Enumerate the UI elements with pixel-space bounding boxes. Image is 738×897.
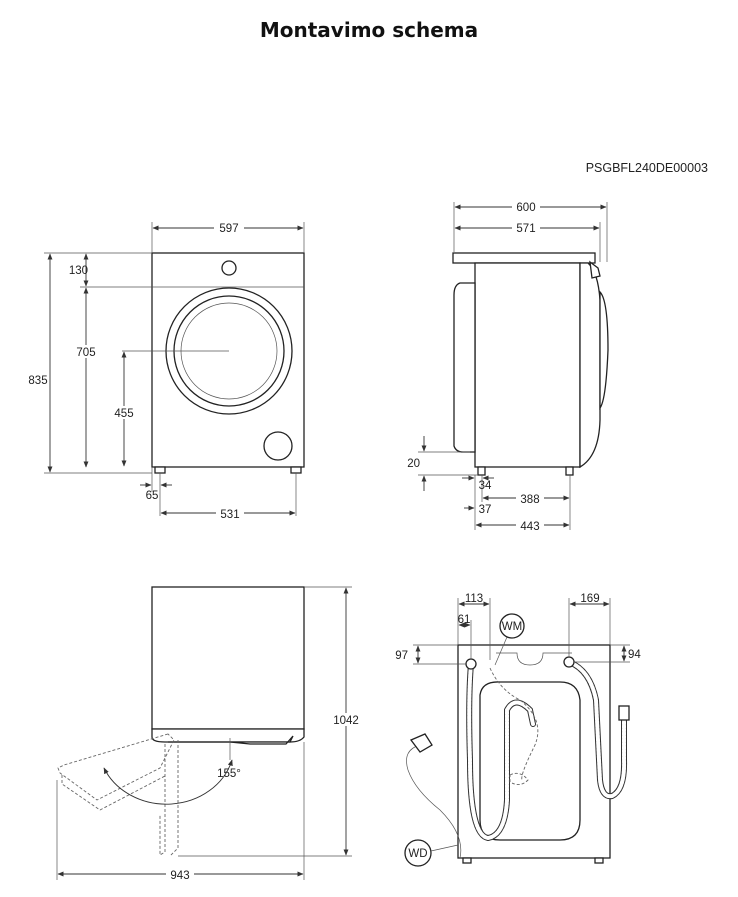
- top-view: 155° 1042 943: [56, 586, 361, 882]
- rear-foot-left: [462, 857, 472, 864]
- dim-rear-drain-small-offset: 61: [458, 614, 471, 626]
- drain-hose-dotted: [489, 667, 539, 781]
- dim-total-height: 835: [28, 375, 47, 387]
- door-swing-outline: [159, 744, 166, 856]
- open-door-outline: [57, 733, 175, 801]
- dim-rear-drain-height: 97: [395, 650, 408, 662]
- drain-outlet-icon: [465, 658, 477, 670]
- side-view: 600 571 20 34 388 37 443: [407, 200, 609, 533]
- dim-top-width: 943: [170, 870, 189, 882]
- dim-side-foot-span: 443: [520, 521, 539, 533]
- dim-door-angle: 155°: [217, 768, 241, 780]
- door-swing-outline-2: [169, 740, 179, 857]
- dim-side-depth-body: 571: [516, 223, 535, 235]
- wd-label-circle: [404, 839, 432, 867]
- door-angle-arc: [103, 759, 233, 805]
- top-body: [151, 586, 305, 730]
- rear-foot-right: [594, 857, 604, 864]
- dim-rear-inlet-offset: 169: [580, 593, 599, 605]
- top-front-edge: [151, 728, 305, 743]
- rear-view: WM WD 113 61 169 97 94: [395, 593, 641, 867]
- drawing-code: PSGBFL240DE00003: [586, 161, 708, 175]
- open-door-underside: [61, 775, 166, 811]
- front-view: 597 835 130 705 455 65 531: [28, 221, 305, 521]
- dim-side-foot-height: 20: [407, 458, 420, 470]
- dim-foot-spacing: 531: [220, 509, 239, 521]
- dim-door-bottom-height: 455: [114, 408, 133, 420]
- dim-front-width: 597: [219, 223, 238, 235]
- dim-top-depth: 1042: [333, 715, 359, 727]
- dim-side-depth-total: 600: [516, 202, 535, 214]
- dim-door-center-height: 705: [76, 347, 95, 359]
- label-wd: WD: [408, 848, 427, 860]
- side-door-hinge: [589, 260, 601, 279]
- page-title: Montavimo schema: [259, 18, 479, 42]
- side-front-door: [579, 262, 601, 469]
- side-worktop: [452, 252, 596, 264]
- rear-panel: [479, 681, 581, 841]
- label-wm: WM: [502, 621, 522, 633]
- inlet-tap-connector: [618, 705, 630, 721]
- detergent-drawer-icon: [221, 260, 237, 276]
- dim-top-height: 130: [69, 265, 88, 277]
- dim-rear-inlet-height: 94: [628, 649, 641, 661]
- dim-side-foot-front: 34: [479, 480, 492, 492]
- wm-label-circle: [499, 613, 525, 639]
- dim-side-foot-inset: 37: [479, 504, 492, 516]
- power-cord: [406, 744, 462, 859]
- dim-side-foot-spacing: 388: [520, 494, 539, 506]
- side-foot-back: [477, 466, 486, 476]
- side-back-bulge: [453, 282, 476, 453]
- dim-foot-offset: 65: [146, 490, 159, 502]
- power-plug-icon: [409, 733, 433, 753]
- rear-panel-top: [496, 652, 572, 666]
- filter-cover: [263, 431, 293, 461]
- side-foot-front: [565, 466, 574, 476]
- foot-right: [290, 466, 302, 474]
- foot-left: [154, 466, 166, 474]
- drain-hose-end: [509, 772, 529, 785]
- side-door-glass: [599, 290, 609, 410]
- inlet-valve-icon: [563, 656, 575, 668]
- dim-rear-drain-offset: 113: [465, 593, 483, 605]
- side-body: [474, 262, 581, 468]
